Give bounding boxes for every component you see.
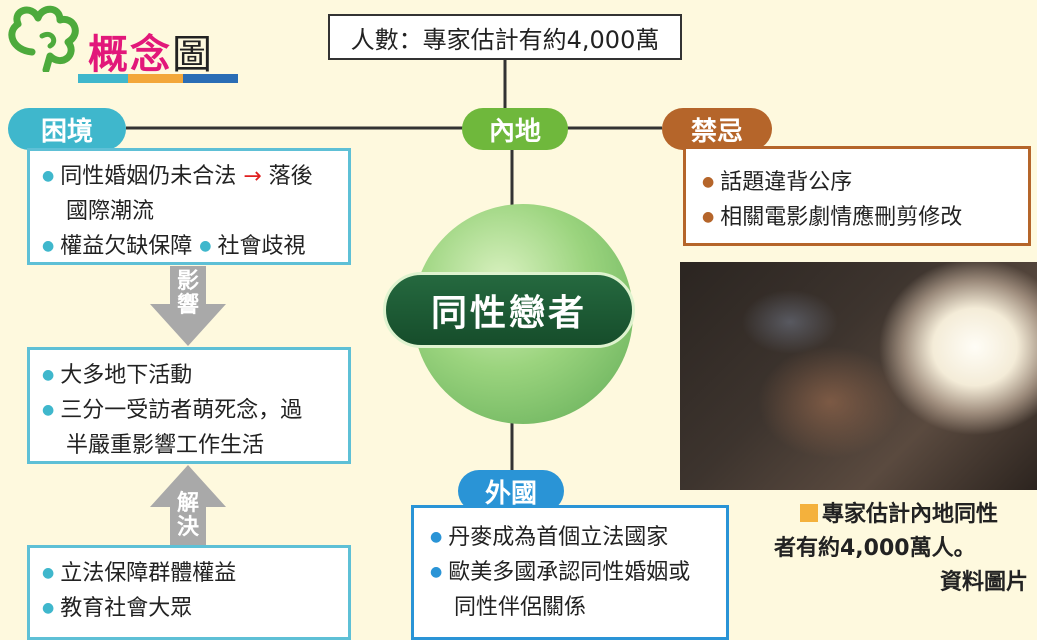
list-item-continuation: 半嚴重影響工作生活 — [66, 433, 265, 458]
list-item: 大多地下活動 — [42, 358, 338, 393]
photo-credit: 資料圖片 — [939, 570, 1028, 595]
caption-line-1: 專家估計內地同性 — [822, 502, 999, 527]
center-label: 同性戀者 — [383, 272, 635, 348]
clover-logo-icon — [8, 5, 79, 72]
dilemma-box: 同性婚姻仍未合法 → 落後 國際潮流 權益欠缺保障 社會歧視 — [27, 148, 351, 265]
list-item-continuation: 國際潮流 — [66, 199, 155, 224]
title-underline — [78, 74, 238, 83]
item-text: 社會歧視 — [199, 234, 305, 259]
foreign-box: 丹麥成為首個立法國家 歐美多國承認同性婚姻或 同性伴侶關係 — [411, 505, 729, 640]
list-item: 三分一受訪者萌死念，過 — [42, 393, 338, 428]
list-item-continuation: 同性伴侶關係 — [454, 595, 587, 620]
caption-square-icon — [800, 504, 818, 522]
caption-line-2: 者有約4,000萬人。 — [774, 536, 976, 561]
impact-box: 大多地下活動 三分一受訪者萌死念，過 半嚴重影響工作生活 — [27, 347, 351, 464]
title-rest: 圖 — [172, 32, 214, 78]
population-box: 人數：專家估計有約4,000萬 — [328, 14, 682, 60]
solution-label-2: 決 — [176, 515, 199, 540]
title-highlight: 概念 — [88, 32, 172, 78]
list-item: 權益欠缺保障 社會歧視 — [42, 229, 338, 264]
impact-label-2: 響 — [176, 293, 199, 318]
solution-label-1: 解 — [176, 491, 199, 516]
item-text: 落後 — [268, 164, 313, 189]
impact-label-1: 影 — [176, 269, 199, 294]
arrow-up-icon — [150, 465, 226, 545]
list-item: 話題違背公序 — [702, 165, 1018, 200]
list-item: 教育社會大眾 — [42, 591, 338, 626]
item-text: 權益欠缺保障 — [60, 234, 193, 259]
list-item: 同性婚姻仍未合法 → 落後 — [42, 159, 338, 194]
solution-box: 立法保障群體權益 教育社會大眾 — [27, 545, 351, 640]
node-mainland-label: 內地 — [462, 108, 568, 150]
item-text: 同性婚姻仍未合法 — [60, 164, 237, 189]
list-item: 相關電影劇情應刪剪修改 — [702, 200, 1018, 235]
photo-caption: 專家估計內地同性 者有約4,000萬人。 資料圖片 — [774, 498, 1036, 600]
red-arrow-icon: → — [243, 164, 262, 189]
node-taboo-label: 禁忌 — [662, 108, 772, 150]
list-item: 丹麥成為首個立法國家 — [430, 520, 716, 555]
crowd-photo — [680, 262, 1037, 490]
connector-lines — [126, 60, 662, 470]
arrow-down-icon — [150, 266, 226, 346]
list-item: 立法保障群體權益 — [42, 556, 338, 591]
node-dilemma-label: 困境 — [8, 108, 126, 150]
list-item: 歐美多國承認同性婚姻或 — [430, 555, 716, 590]
taboo-box: 話題違背公序 相關電影劇情應刪剪修改 — [683, 146, 1031, 246]
page-title: 概念圖 — [88, 22, 214, 80]
